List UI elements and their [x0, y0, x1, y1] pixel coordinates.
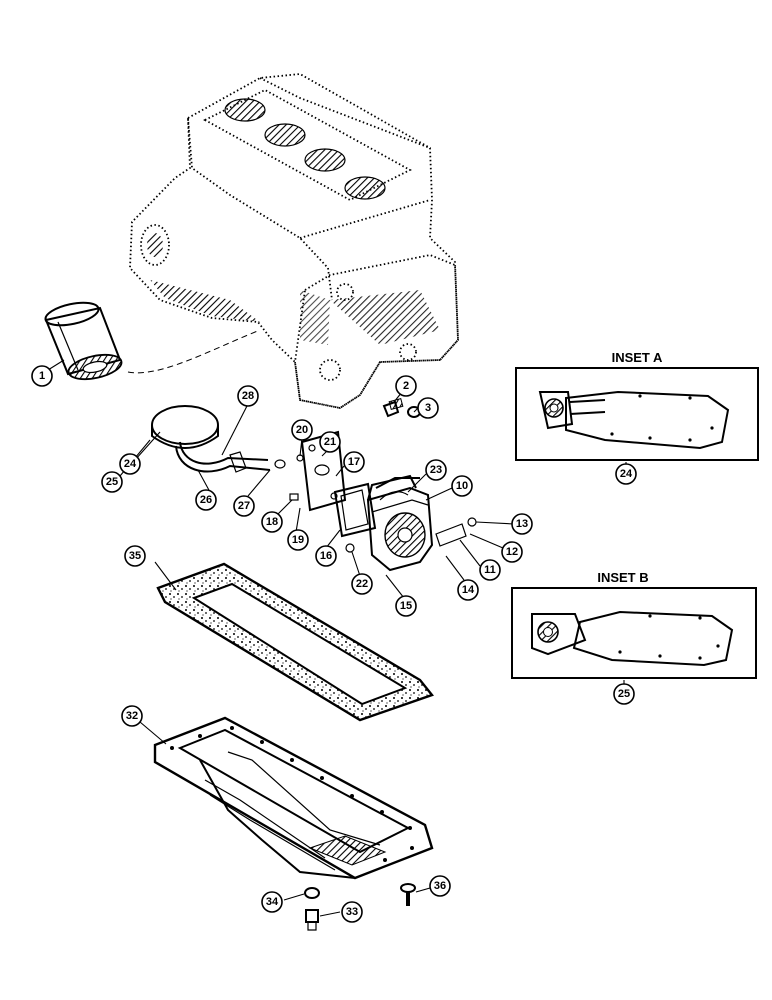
callout-33: 33	[341, 901, 363, 923]
callout-label: 17	[348, 456, 360, 468]
callout-15: 15	[395, 595, 417, 617]
callout-label: 13	[516, 518, 528, 530]
callout-inset-a-ref: 24	[615, 463, 637, 485]
callout-label: 3	[425, 402, 431, 414]
callout-label: 19	[292, 534, 304, 546]
callout-label: 33	[346, 906, 358, 918]
callout-27: 27	[233, 495, 255, 517]
engine-block-phantom	[127, 73, 459, 409]
callout-28: 28	[237, 385, 259, 407]
oil-pan	[153, 716, 434, 880]
fitting-and-washer	[382, 397, 421, 418]
callout-label: 22	[356, 578, 368, 590]
callout-label: 25	[618, 688, 630, 700]
callout-label: 36	[434, 880, 446, 892]
callout-32: 32	[121, 705, 143, 727]
inset-a-title: INSET A	[612, 350, 663, 365]
callout-12: 12	[501, 541, 523, 563]
callout-label: 23	[430, 464, 442, 476]
callout-1: 1	[31, 365, 53, 387]
callout-35: 35	[124, 545, 146, 567]
callout-25: 25	[101, 471, 123, 493]
callout-label: 11	[484, 564, 496, 576]
callout-10: 10	[451, 475, 473, 497]
callout-label: 26	[200, 494, 212, 506]
inset-b: INSET B	[511, 570, 757, 679]
callout-3: 3	[417, 397, 439, 419]
callout-22: 22	[351, 573, 373, 595]
callout-26: 26	[195, 489, 217, 511]
callout-label: 34	[266, 896, 279, 908]
oil-pump	[366, 474, 477, 572]
callout-label: 24	[124, 458, 137, 470]
callout-20: 20	[291, 419, 313, 441]
callout-label: 10	[456, 480, 468, 492]
callout-18: 18	[261, 511, 283, 533]
callout-label: 15	[400, 600, 412, 612]
callout-24: 24	[119, 453, 141, 475]
callout-36: 36	[429, 875, 451, 897]
callouts: 1 2 3 10 11 12 13 14 15 16 17 18 19 20 2…	[31, 365, 637, 923]
callout-label: 28	[242, 390, 254, 402]
callout-34: 34	[261, 891, 283, 913]
callout-label: 35	[129, 550, 141, 562]
callout-label: 18	[266, 516, 278, 528]
callout-13: 13	[511, 513, 533, 535]
callout-2: 2	[395, 375, 417, 397]
callout-label: 12	[506, 546, 518, 558]
callout-21: 21	[319, 431, 341, 453]
callout-16: 16	[315, 545, 337, 567]
oil-filter	[44, 301, 123, 381]
callout-label: 21	[324, 436, 336, 448]
callout-label: 1	[39, 370, 45, 382]
inset-a: INSET A	[515, 350, 759, 461]
callout-label: 25	[106, 476, 118, 488]
callout-label: 16	[320, 550, 332, 562]
callout-label: 2	[403, 380, 409, 392]
callout-label: 27	[238, 500, 250, 512]
callout-inset-b-ref: 25	[613, 683, 635, 705]
callout-17: 17	[343, 451, 365, 473]
callout-label: 20	[296, 424, 308, 436]
callout-label: 14	[462, 584, 475, 596]
callout-23: 23	[425, 459, 447, 481]
callout-label: 32	[126, 710, 138, 722]
oil-pickup-assembly	[151, 405, 286, 473]
callout-19: 19	[287, 529, 309, 551]
oil-pan-gasket	[156, 562, 434, 722]
callout-label: 24	[620, 468, 633, 480]
drain-plug-washer-bolt	[304, 883, 416, 931]
callout-11: 11	[479, 559, 501, 581]
inset-b-title: INSET B	[597, 570, 648, 585]
callout-14: 14	[457, 579, 479, 601]
